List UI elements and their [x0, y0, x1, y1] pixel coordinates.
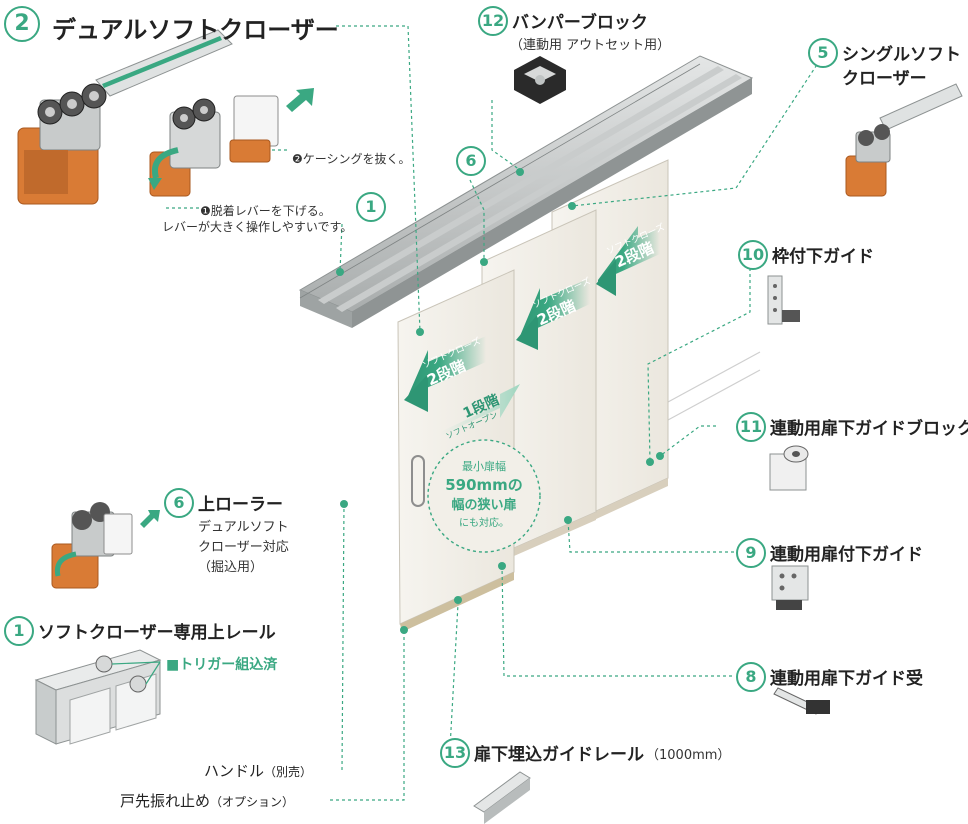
stopper-text: 戸先振れ止め [120, 792, 211, 810]
part-6-number-top: 6 [456, 146, 486, 176]
handle-text: ハンドル [204, 762, 265, 780]
part-13-number: 13 [440, 738, 470, 768]
guide-receiver-part [773, 687, 830, 715]
handle-sub: （別売） [264, 765, 313, 779]
single-closer-part [845, 83, 963, 197]
door-guide-part [771, 565, 809, 610]
bumper-block-part [514, 56, 566, 104]
part-8-label: 連動用扉下ガイド受 [770, 669, 923, 689]
part-6-line3: クローザー対応 [198, 540, 289, 555]
part-12-number: 12 [478, 6, 508, 36]
part-5-label: シングルソフト [842, 45, 961, 65]
part-5-label-line2: クローザー [842, 69, 927, 89]
leader-dots [336, 168, 664, 634]
part-6-line2: デュアルソフト [198, 520, 289, 535]
guide-block-part [769, 445, 809, 491]
circle-line4: にも対応。 [459, 518, 509, 529]
circle-line2: 590mmの [445, 476, 523, 494]
part-8-number: 8 [736, 662, 766, 692]
soft-open-arrow [440, 384, 520, 436]
min-width-circle [427, 439, 541, 553]
part-10-number: 10 [738, 240, 768, 270]
embedded-rail-part [473, 771, 531, 824]
soft-close-arrow-middle [516, 278, 590, 350]
soft-close-arrow-front [404, 336, 486, 412]
title-number: 2 [4, 6, 40, 42]
part-13-label: 扉下埋込ガイドレール [474, 745, 644, 765]
overhead-rails [298, 55, 754, 328]
soft-close-arrow-back [596, 226, 660, 296]
dual-closer-illustration [17, 29, 233, 205]
trigger-note: ■トリガー組込済 [166, 657, 278, 673]
stopper-label: 戸先振れ止め（オプション） [120, 790, 294, 811]
casing-removal-illustration [148, 88, 314, 209]
rail-profile-part [34, 649, 162, 745]
part-11-label: 連動用扉下ガイドブロック [770, 419, 968, 439]
frame-guide-part [767, 275, 800, 325]
part-1-label: ソフトクローザー専用上レール [38, 623, 276, 643]
casing-note: ❷ケーシングを抜く。 [292, 152, 411, 166]
part-12-label: バンパーブロック [512, 13, 648, 33]
page-title: デュアルソフトクローザー [52, 16, 339, 44]
part-10-label: 枠付下ガイド [772, 247, 874, 267]
part-13-sub: （1000mm） [646, 748, 731, 763]
upper-roller-part [51, 502, 160, 589]
part-1-number-top: 1 [356, 192, 386, 222]
part-1-number: 1 [4, 616, 34, 646]
circle-line3: 幅の狭い扉 [451, 498, 517, 513]
lever-note: ❶脱着レバーを下げる。 [200, 204, 331, 218]
part-11-number: 11 [736, 412, 766, 442]
part-9-label: 連動用扉付下ガイド [770, 545, 923, 565]
handle-label: ハンドル（別売） [204, 760, 312, 781]
circle-line1: 最小扉幅 [462, 460, 506, 473]
stopper-sub: （オプション） [210, 795, 295, 809]
part-12-sub: （連動用 アウトセット用） [510, 38, 671, 53]
part-6-line4: （掘込用） [198, 560, 264, 575]
part-6-number: 6 [164, 488, 194, 518]
part-5-number: 5 [808, 38, 838, 68]
part-9-number: 9 [736, 538, 766, 568]
leader-lines [330, 25, 821, 801]
lever-sub-note: レバーが大きく操作しやすいです。 [162, 220, 353, 234]
part-6-label: 上ローラー [198, 495, 283, 515]
